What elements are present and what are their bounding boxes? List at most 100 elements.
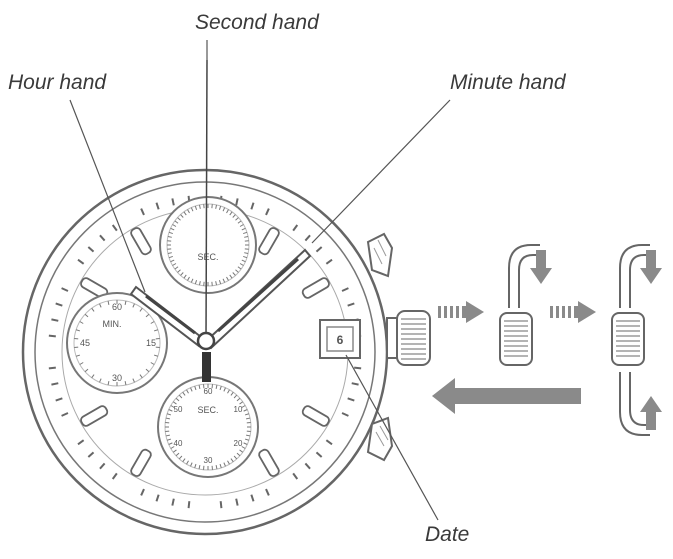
subdial-tick	[168, 255, 173, 259]
subdial-tick	[172, 401, 177, 405]
subdial-tick	[241, 446, 246, 449]
subdial-tick	[79, 321, 84, 324]
minute-tick	[325, 258, 333, 265]
date-window: 6	[319, 319, 361, 359]
minute-tick	[48, 334, 56, 338]
minute-tick	[347, 397, 355, 402]
subdial-tick	[153, 329, 159, 332]
minute-tick	[77, 258, 85, 265]
push-back-arrow	[432, 378, 581, 414]
subdial-tick	[198, 281, 201, 286]
subdial-tick	[241, 259, 246, 263]
subdial-tick	[91, 307, 95, 312]
subdial-tick	[177, 269, 181, 273]
minute-tick	[304, 462, 311, 470]
subdial-tick	[145, 368, 150, 373]
subdial-tick	[230, 458, 234, 463]
bottom-subdial-num-20: 20	[234, 439, 243, 448]
minute-tick	[155, 202, 160, 210]
subdial-tick	[172, 263, 177, 266]
subdial-tick	[241, 405, 246, 408]
second-hand-label: Second hand	[195, 11, 319, 34]
subdial-tick	[244, 235, 249, 238]
hour-marker	[301, 277, 330, 299]
minute-tick	[55, 397, 63, 402]
subdial-tick	[215, 204, 218, 209]
subdial-tick	[215, 465, 218, 470]
subdial-tick	[172, 224, 177, 227]
bottom-subdial-num-40: 40	[174, 439, 183, 448]
hour-marker	[80, 405, 109, 427]
subdial-tick	[219, 385, 222, 391]
top-subdial: SEC.	[159, 196, 257, 294]
minute-tick	[292, 224, 299, 232]
bottom-subdial-num-10: 10	[234, 405, 243, 414]
bottom-subdial: SEC. 60 10 20 30 40 50	[157, 376, 259, 478]
bottom-subdial-label: SEC.	[197, 405, 218, 415]
subdial-tick	[223, 387, 226, 392]
minute-tick	[99, 462, 106, 470]
subdial-tick	[226, 276, 229, 281]
second-hand	[202, 59, 211, 382]
rotation-arrow-position-2	[508, 244, 552, 308]
minute-tick	[292, 472, 299, 480]
subdial-tick	[182, 458, 186, 463]
bottom-subdial-num-50: 50	[174, 405, 183, 414]
subdial-tick	[198, 465, 201, 470]
minute-tick	[48, 366, 56, 370]
subdial-tick	[243, 255, 248, 259]
minute-tick	[187, 501, 191, 509]
subdial-tick	[139, 307, 143, 312]
leader-line-minute-hand	[311, 99, 451, 244]
subdial-tick	[79, 362, 84, 365]
subdial-tick	[139, 374, 143, 379]
subdial-tick	[194, 463, 197, 469]
minute-tick	[315, 451, 323, 458]
rotation-arrow-position-3-up	[619, 244, 662, 308]
minute-tick	[354, 366, 362, 370]
subdial-tick	[168, 231, 173, 235]
rotation-arrow-position-3-down	[619, 372, 662, 436]
minute-tick	[265, 488, 270, 496]
minute-tick	[77, 439, 85, 446]
subdial-tick	[241, 227, 246, 231]
subdial-tick	[222, 207, 226, 212]
subdial-tick	[239, 263, 244, 266]
top-subdial-label: SEC.	[197, 252, 218, 262]
left-subdial-num-45: 45	[80, 338, 90, 348]
subdial-tick	[178, 455, 183, 460]
subdial-tick	[226, 209, 229, 214]
minute-tick	[341, 412, 349, 417]
minute-tick	[341, 287, 349, 292]
subdial-tick	[239, 449, 244, 453]
subdial-tick	[177, 217, 181, 221]
hour-marker	[258, 227, 280, 256]
subdial-tick	[75, 329, 81, 332]
bottom-pusher	[366, 416, 394, 462]
subdial-tick	[232, 214, 236, 218]
subdial-tick	[244, 252, 249, 255]
subdial-tick	[124, 381, 127, 386]
minute-tick	[235, 498, 239, 506]
subdial-tick	[187, 276, 190, 281]
subdial-tick	[237, 220, 242, 224]
minute-tick	[265, 208, 270, 216]
leader-line-date	[345, 354, 439, 521]
subdial-tick	[190, 207, 194, 212]
subdial-tick	[243, 442, 248, 445]
crown	[386, 310, 431, 366]
hour-markers	[80, 227, 330, 477]
subdial-tick	[150, 321, 155, 324]
subdial-tick	[237, 266, 242, 270]
subdial-tick	[182, 391, 186, 396]
subdial-tick	[75, 354, 81, 357]
top-pusher	[366, 232, 394, 278]
subdial-tick	[99, 303, 102, 308]
subdial-tick	[170, 259, 175, 263]
subdial-tick	[190, 462, 193, 467]
subdial-tick	[229, 211, 233, 216]
subdial-tick	[235, 217, 239, 221]
subdial-tick	[132, 303, 135, 308]
subdial-tick	[223, 462, 226, 467]
subdial-tick	[91, 374, 95, 379]
